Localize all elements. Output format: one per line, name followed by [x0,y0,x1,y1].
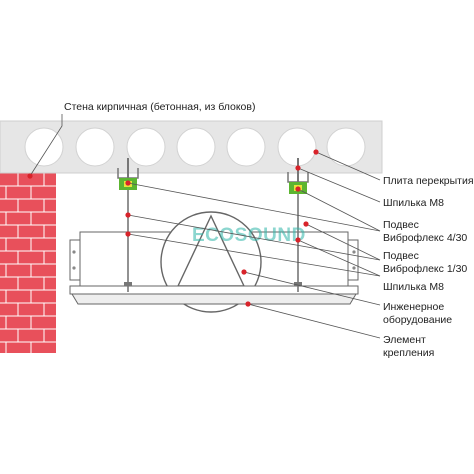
slab-hollow-core [176,127,216,167]
label-hanger-430-line1: Подвес [383,219,419,231]
slab-hollow-core [126,127,166,167]
watermark-logo: ECOSOUND [192,225,306,246]
leader-dots [27,149,319,307]
dot-fastener [245,301,251,307]
slab-hollow-core [226,127,266,167]
dot-equipment [241,269,247,275]
leader-wall [29,114,63,177]
brick-mortar-lines [0,173,56,353]
fastener-tray [71,293,357,305]
ceiling-slab [0,120,383,174]
slab-hollow-core [326,127,366,167]
leader-hanger-130-left [127,214,381,261]
slab-hollow-core [75,127,115,167]
label-equipment-line2: оборудование [383,314,452,326]
label-fastener-line2: крепления [383,347,434,359]
dot-stud-right-low [295,237,301,243]
dot-stud-left-mid [125,212,131,218]
flange-bolt [352,266,356,270]
brick-wall [0,173,56,353]
label-hanger-130-line2: Виброфлекс 1/30 [383,263,467,275]
slab-hollow-cores [24,127,366,167]
brick-wall-body [0,173,56,353]
fastener-rail [69,285,359,295]
leader-hanger-430-right [297,188,381,232]
dot-stud-right-mid [303,221,309,227]
label-equipment-line1: Инженерное [383,301,444,313]
dot-hanger-left [125,180,131,186]
left-nut [124,282,132,286]
fastening-element [69,285,359,305]
leader-lines [29,114,381,339]
label-hanger-430-line2: Виброфлекс 4/30 [383,232,467,244]
label-stud-top: Шпилька М8 [383,197,444,209]
flange-bolt [352,250,356,254]
label-wall: Стена кирпичная (бетонная, из блоков) [64,101,255,113]
flange-bolt [72,266,76,270]
leader-stud-bottom-left [127,233,381,277]
slab-hollow-core [24,127,64,167]
label-hanger-130-line1: Подвес [383,250,419,262]
leader-stud-top [297,167,381,203]
leader-slab [315,151,381,181]
dot-stud-left-low [125,231,131,237]
flange-bolt [72,250,76,254]
leader-hanger-130-right [305,223,381,261]
dot-stud-top [295,165,301,171]
label-slab: Плита перекрытия [383,175,474,187]
dot-hanger-right [295,186,301,192]
label-stud-bottom: Шпилька М8 [383,281,444,293]
leader-fastener [247,303,381,339]
dot-slab [313,149,319,155]
leader-stud-bottom-right [297,239,381,277]
leader-equipment [243,271,381,306]
right-nut [294,282,302,286]
leader-hanger-430-left [127,182,381,232]
dot-wall [27,173,33,179]
label-fastener-line1: Элемент [383,334,426,346]
